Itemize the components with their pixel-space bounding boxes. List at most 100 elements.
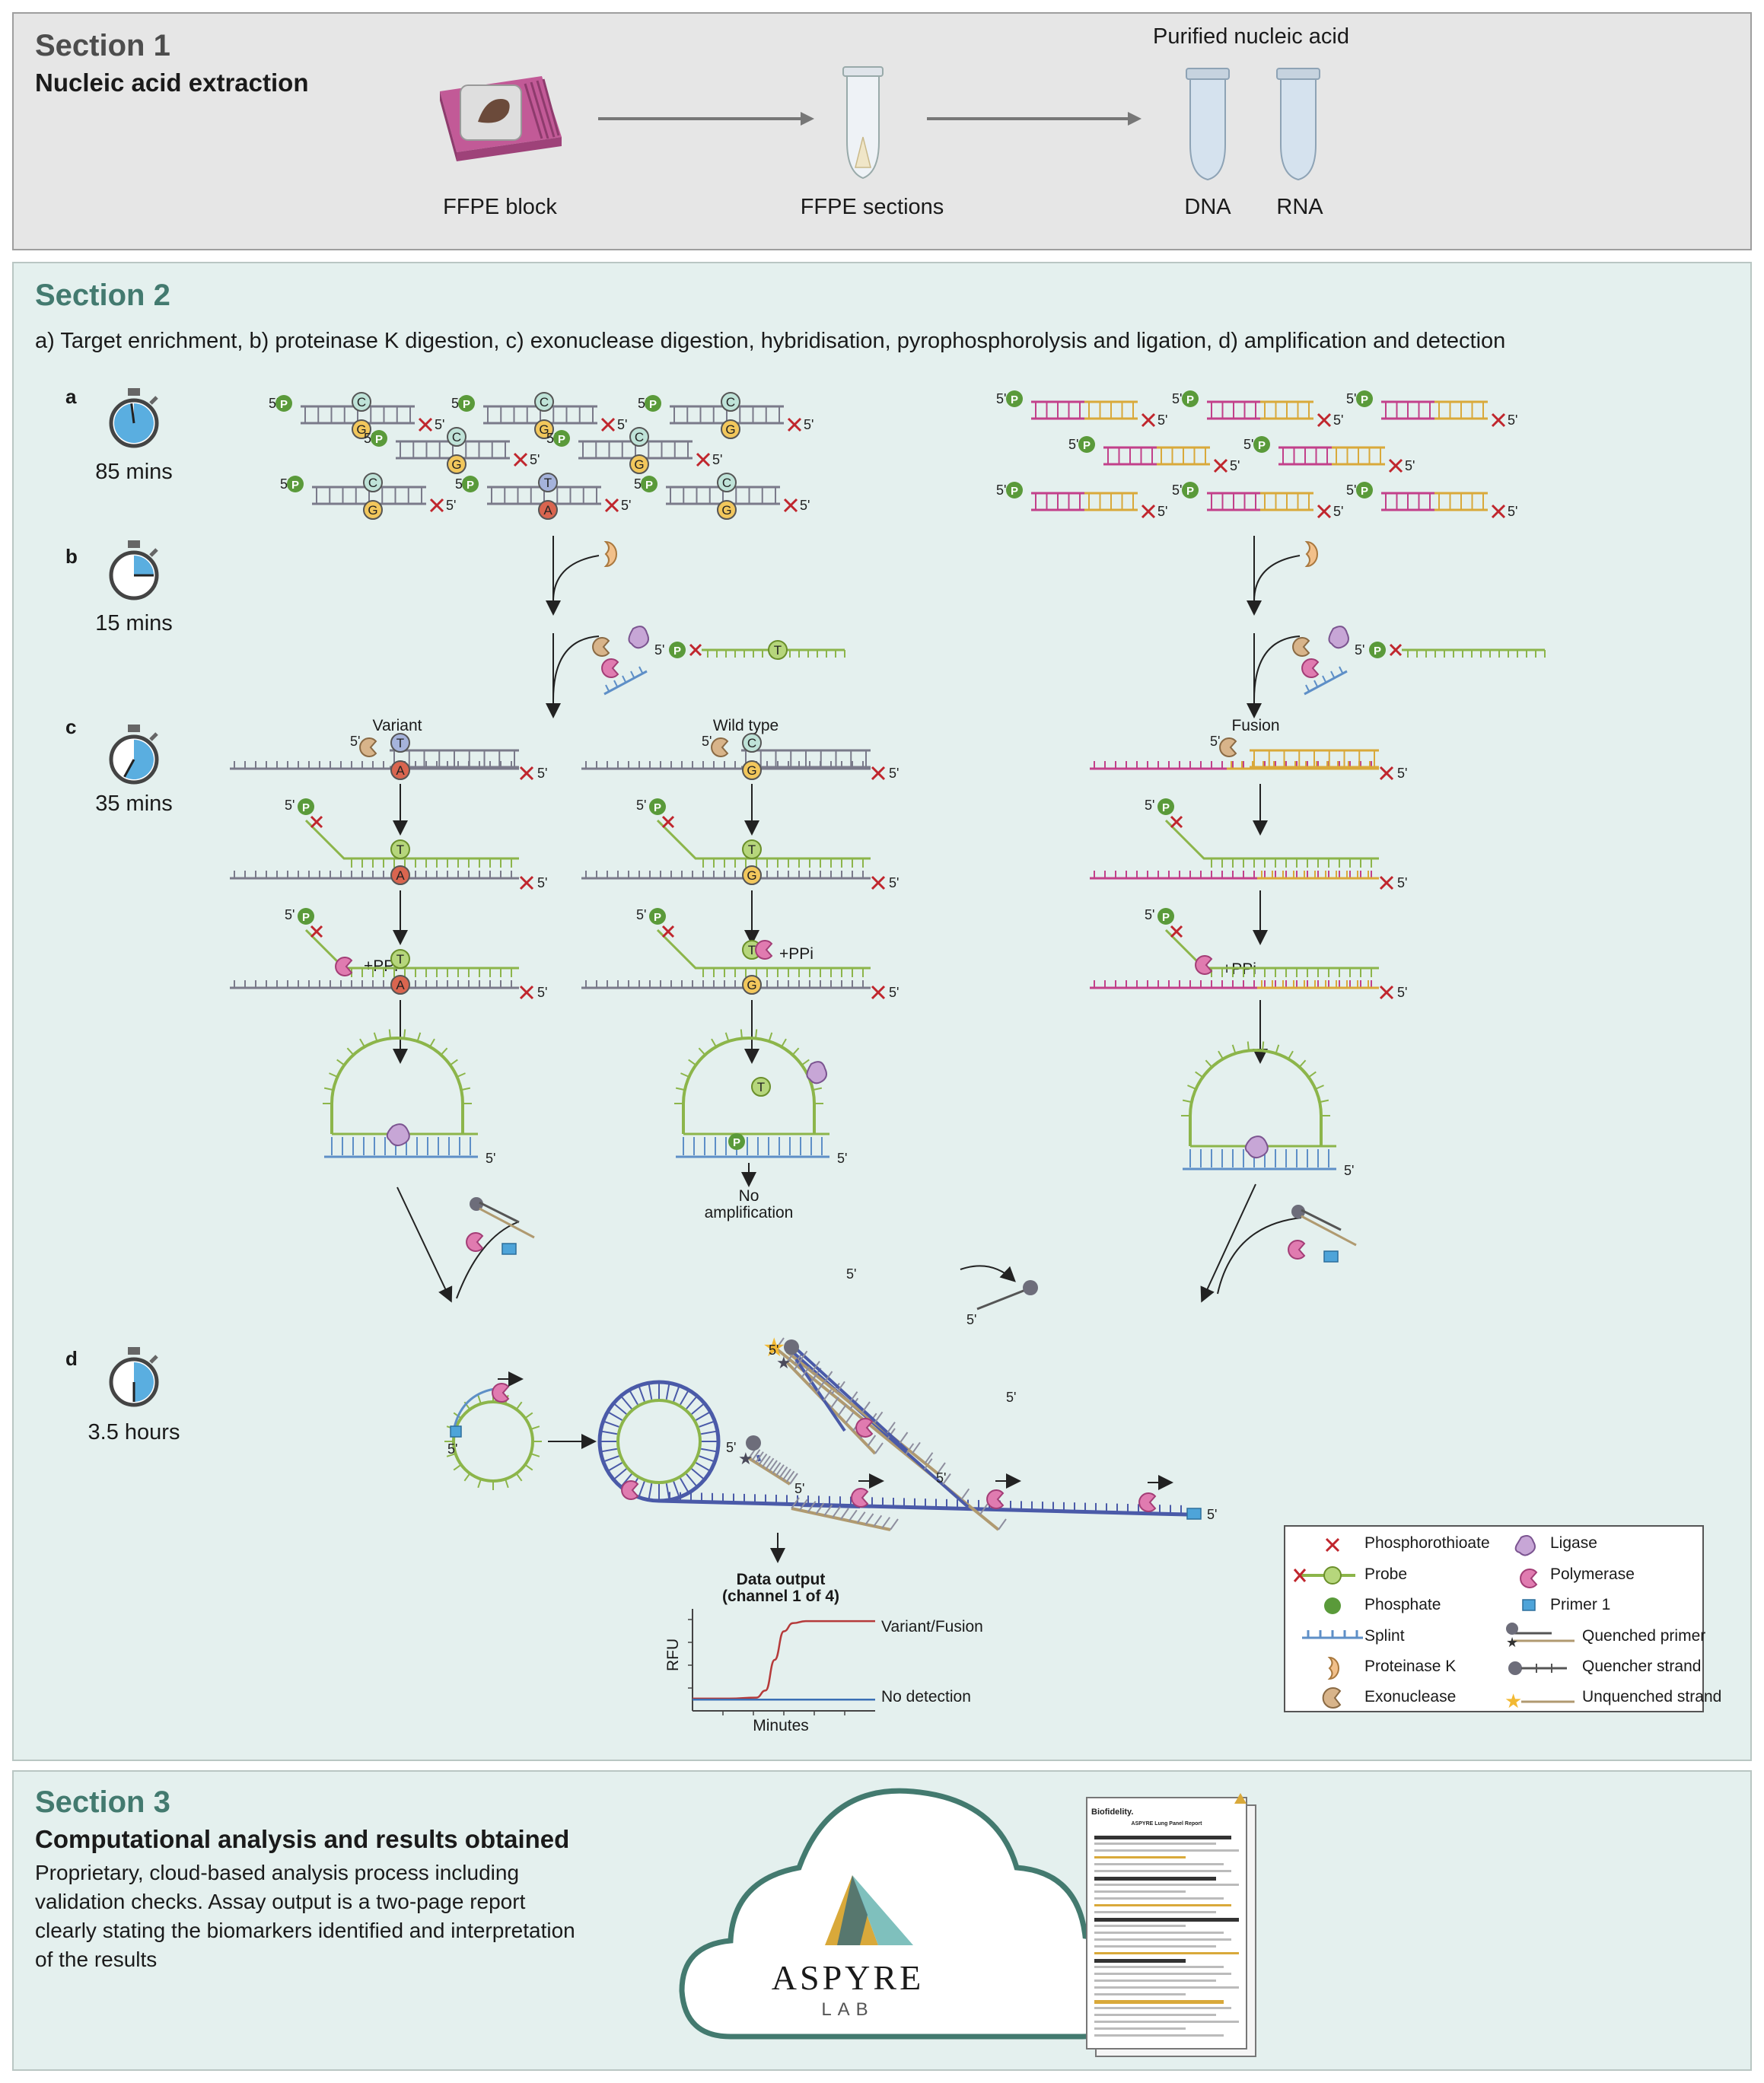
series-label-no-detection: No detection bbox=[881, 1688, 971, 1706]
proteinase-k-icon bbox=[603, 540, 617, 568]
quencher-icon bbox=[784, 1339, 799, 1355]
step-d-time: 3.5 hours bbox=[88, 1420, 180, 1444]
legend-phosphate: Phosphate bbox=[1364, 1596, 1441, 1613]
report-text-line bbox=[1094, 1890, 1186, 1893]
polymerase-icon bbox=[1288, 1240, 1306, 1260]
five-prime-label: 5' bbox=[638, 396, 648, 411]
five-prime-label: 5' bbox=[1145, 798, 1154, 813]
ppi-label-wild-type: +PPi bbox=[779, 945, 814, 963]
five-prime-label: 5' bbox=[1397, 875, 1407, 890]
base-bottom-letter: G bbox=[721, 503, 731, 518]
base-top-letter: C bbox=[452, 430, 461, 444]
phosphorothioate-mark bbox=[1317, 412, 1332, 428]
cloud-logo-icon bbox=[679, 1788, 1138, 2040]
phosphate-letter: P bbox=[302, 801, 310, 814]
fusion-target-strand: 5'P5' bbox=[1346, 390, 1517, 428]
base-top-letter: C bbox=[722, 476, 731, 490]
five-prime-label: 5' bbox=[269, 396, 279, 411]
fusion-target-strand: 5'P5' bbox=[1243, 436, 1415, 473]
phosphorothioate-mark bbox=[1491, 504, 1506, 519]
column-wild-type-label: Wild type bbox=[712, 717, 779, 734]
five-prime-label: 5' bbox=[837, 1151, 847, 1166]
quenched-primer-legend-icon: ★ bbox=[1506, 1623, 1575, 1650]
base-top bbox=[534, 392, 554, 412]
phosphate-letter: P bbox=[1083, 439, 1091, 452]
five-prime-label: 5' bbox=[1172, 391, 1182, 406]
phosphorothioate-mark bbox=[661, 925, 675, 938]
base-probe-letter: T bbox=[774, 643, 782, 658]
data-output-title: Data output bbox=[736, 1571, 826, 1588]
fusion-target-strand: 5'P5' bbox=[1346, 482, 1517, 519]
phosphate-mark bbox=[645, 395, 661, 412]
step-letter-c: c bbox=[65, 715, 77, 738]
five-prime-label: 5' bbox=[936, 1470, 946, 1486]
section-2-panel bbox=[12, 262, 1752, 1761]
legend-exonuclease: Exonuclease bbox=[1364, 1688, 1457, 1706]
section-1-graphics bbox=[440, 66, 1320, 181]
exonuclease-icon bbox=[359, 737, 377, 757]
base-probe-letter: T bbox=[748, 842, 756, 857]
quencher-strand-legend-icon bbox=[1508, 1661, 1567, 1675]
phosphorothioate-mark bbox=[1141, 504, 1156, 519]
base-top bbox=[352, 392, 371, 412]
phosphorothioate-mark bbox=[310, 925, 323, 938]
report-text-line bbox=[1094, 1843, 1216, 1845]
ligase-icon bbox=[806, 1061, 827, 1084]
quenched-star-icon: ★ bbox=[776, 1353, 791, 1372]
phosphorothioate-icon bbox=[1325, 1537, 1340, 1553]
phosphorothioate-mark bbox=[1170, 815, 1183, 829]
report-text-line bbox=[1094, 1849, 1239, 1852]
report-text-line bbox=[1094, 1863, 1224, 1865]
phosphorothioate-mark bbox=[1170, 925, 1183, 938]
base-bottom-letter: A bbox=[396, 763, 405, 778]
phosphate-letter: P bbox=[645, 479, 653, 492]
five-prime-label: 5' bbox=[546, 431, 556, 446]
rna-target-strands: 5'P5'5'P5'5'P5'5'P5'5'P5'5'P5'5'P5'5'P5' bbox=[996, 390, 1517, 519]
five-prime-label: 5' bbox=[1207, 1507, 1217, 1522]
base-top bbox=[721, 392, 740, 412]
five-prime-label: 5' bbox=[451, 396, 461, 411]
phosphate-mark bbox=[1356, 482, 1373, 498]
phosphate-letter: P bbox=[1162, 911, 1170, 924]
five-prime-label: 5' bbox=[702, 734, 712, 749]
primer-1-legend-icon bbox=[1522, 1599, 1536, 1611]
base-probe bbox=[390, 949, 410, 969]
five-prime-label: 5' bbox=[1006, 1390, 1016, 1405]
exonuclease-icon bbox=[711, 737, 729, 757]
splint-strand bbox=[1183, 1149, 1336, 1170]
probe-strand bbox=[1164, 819, 1379, 868]
logo-text-aspyre: ASPYRE bbox=[772, 1958, 924, 1997]
base-bottom-letter: G bbox=[539, 422, 549, 437]
five-prime-label: 5' bbox=[285, 907, 295, 922]
stopwatch-icon bbox=[109, 1347, 159, 1407]
phosphate-mark bbox=[1078, 436, 1095, 453]
base-top bbox=[538, 473, 558, 492]
primer-1-icon bbox=[1323, 1250, 1339, 1263]
phosphorothioate-mark bbox=[1379, 985, 1394, 1000]
five-prime-label: 5' bbox=[1344, 1163, 1354, 1178]
rolling-circle-template: 5' bbox=[444, 1383, 542, 1490]
five-prime-label: 5' bbox=[889, 985, 899, 1000]
five-prime-label: 5' bbox=[621, 498, 631, 513]
five-prime-label: 5' bbox=[1243, 437, 1253, 452]
base-top-letter: C bbox=[368, 476, 377, 490]
five-prime-label: 5' bbox=[800, 498, 810, 513]
ligated-circle-variant: 5' bbox=[323, 1029, 495, 1166]
base-top bbox=[390, 733, 410, 753]
chart-xlabel: Minutes bbox=[753, 1717, 809, 1734]
five-prime-label: 5' bbox=[537, 875, 547, 890]
legend-unquenched-strand: Unquenched strand bbox=[1582, 1688, 1722, 1706]
base-bottom-letter: G bbox=[725, 422, 735, 437]
report-text-line bbox=[1094, 1979, 1216, 1982]
base-probe bbox=[751, 1077, 771, 1097]
five-prime-label: 5' bbox=[435, 417, 444, 432]
phosphate-letter: P bbox=[1361, 485, 1368, 498]
fusion-column: 5'5'5'P5'5'P5' bbox=[1090, 734, 1407, 1064]
report-brand: Biofidelity. bbox=[1091, 1807, 1133, 1817]
section-3-graphics: ASPYRE LAB Biofidelity. ASPYRE Lung Pane… bbox=[679, 1788, 1256, 2057]
stopwatch-fill bbox=[134, 1362, 154, 1402]
